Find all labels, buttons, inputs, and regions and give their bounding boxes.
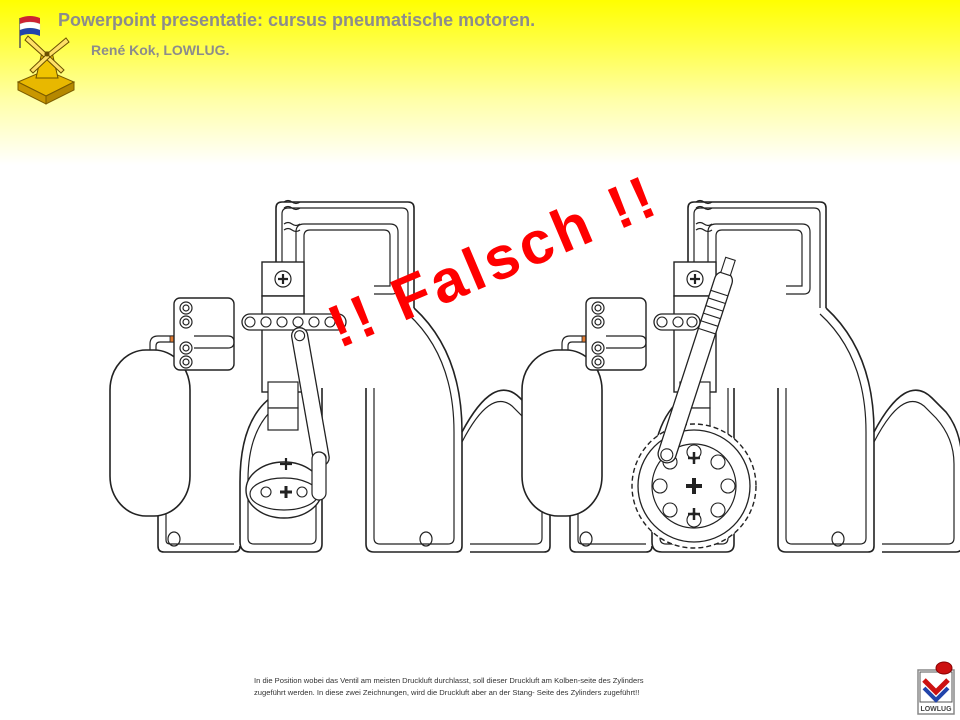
crank-disc [245,458,323,519]
presentation-author: René Kok, LOWLUG. [91,42,230,58]
right-engine-diagram [520,199,960,554]
lowlug-brick-logo-icon: LOWLUG [917,661,955,715]
lowlug-logo-text: LOWLUG [920,706,952,713]
lowlug-windmill-logo-icon [16,16,76,105]
left-engine-diagram [108,199,552,554]
footer-explanation-text: In die Position wobei das Ventil am meis… [254,676,644,697]
presentation-title: Powerpoint presentatie: cursus pneumatis… [58,10,536,30]
gear-wheel-icon [631,423,757,549]
dutch-flag-icon [19,16,41,48]
